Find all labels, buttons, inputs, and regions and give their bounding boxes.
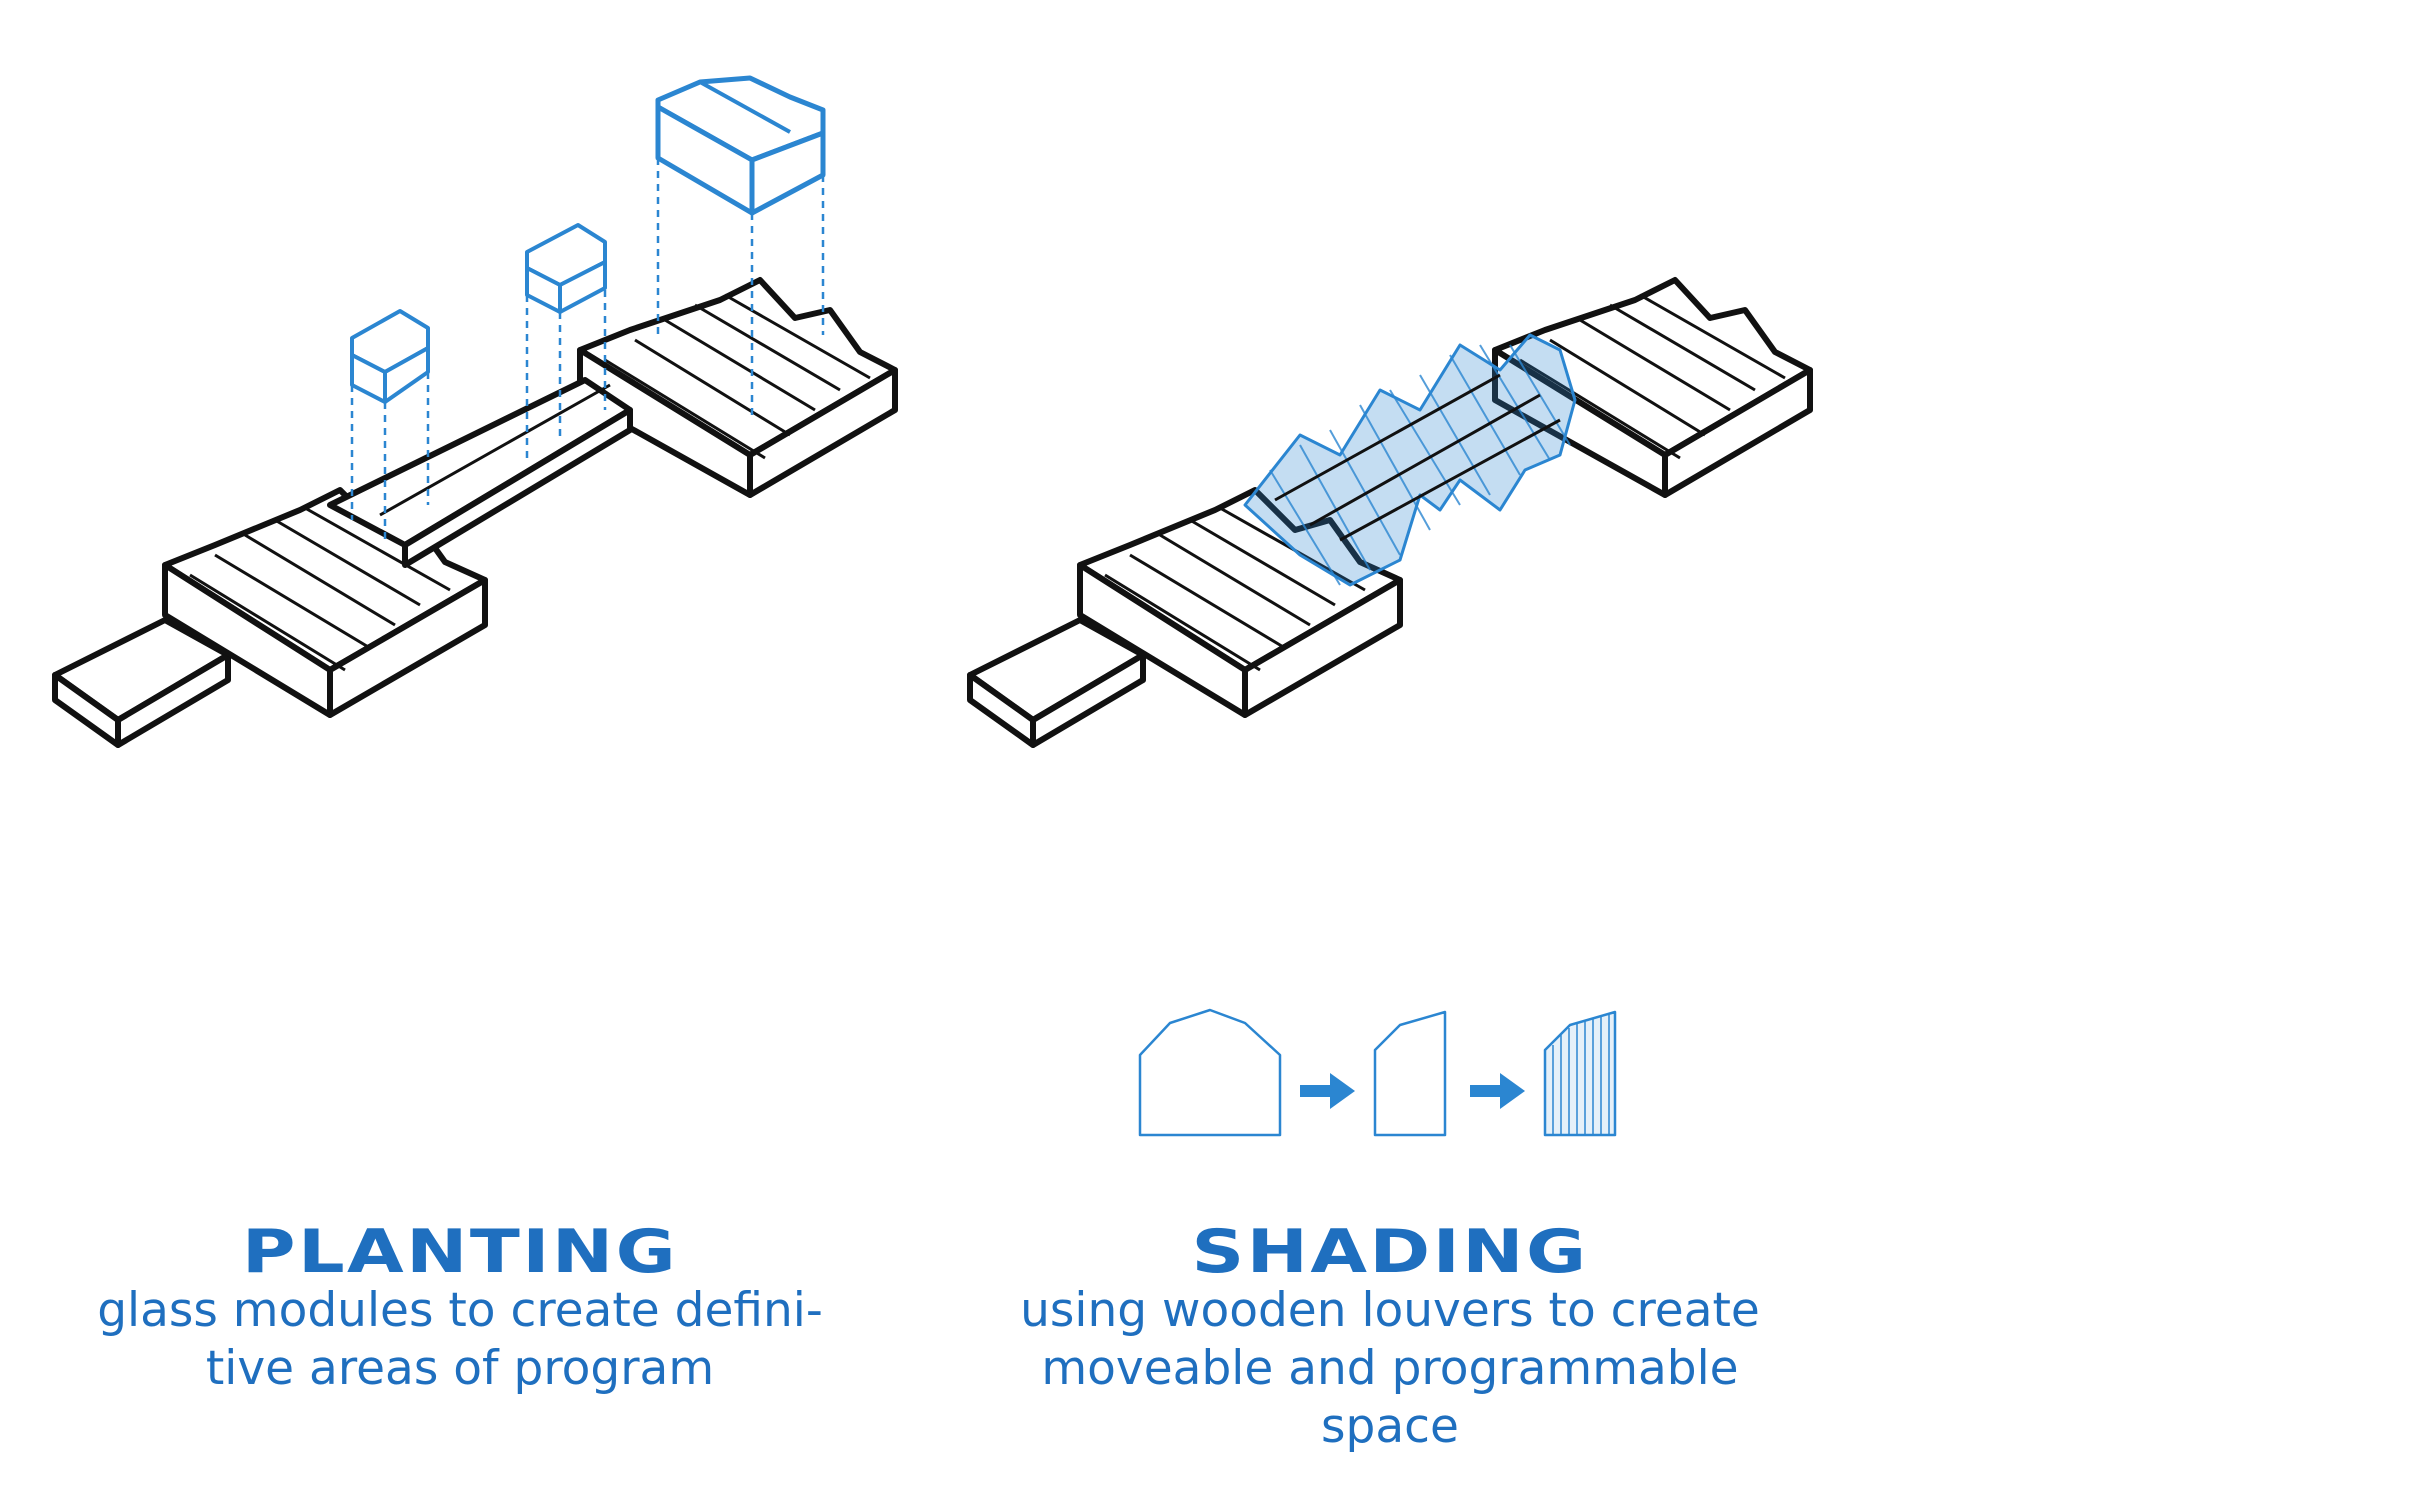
planting-description-line: tive areas of program bbox=[205, 1341, 715, 1396]
shading-title: SHADING bbox=[1191, 1217, 1589, 1287]
shading-process-diagram bbox=[1138, 1008, 1617, 1137]
shading-description-line: moveable and programmable bbox=[1041, 1341, 1739, 1396]
arrow-right-icon bbox=[1470, 1073, 1525, 1109]
shading-illustration bbox=[970, 280, 1810, 745]
shading-description-line: using wooden louvers to create bbox=[1020, 1283, 1760, 1338]
louvered-panel-icon bbox=[1543, 1010, 1617, 1137]
arch-outline-icon bbox=[1138, 1008, 1282, 1137]
projection-lines bbox=[350, 158, 825, 545]
shading-description: using wooden louvers to create moveable … bbox=[940, 1282, 1840, 1456]
central-walkway bbox=[327, 377, 633, 568]
planting-title: PLANTING bbox=[241, 1217, 679, 1287]
glass-module-small-2 bbox=[525, 223, 607, 314]
cut-arch-outline-icon bbox=[1373, 1010, 1447, 1137]
planting-description: glass modules to create defini- tive are… bbox=[40, 1282, 880, 1398]
planting-illustration bbox=[55, 75, 895, 745]
planting-description-line: glass modules to create defini- bbox=[97, 1283, 823, 1338]
glass-module-large bbox=[655, 75, 826, 216]
glass-module-small-1 bbox=[350, 309, 430, 404]
arrow-right-icon bbox=[1300, 1073, 1355, 1109]
louver-canopy bbox=[1243, 333, 1577, 587]
shading-description-line: space bbox=[1321, 1399, 1459, 1454]
